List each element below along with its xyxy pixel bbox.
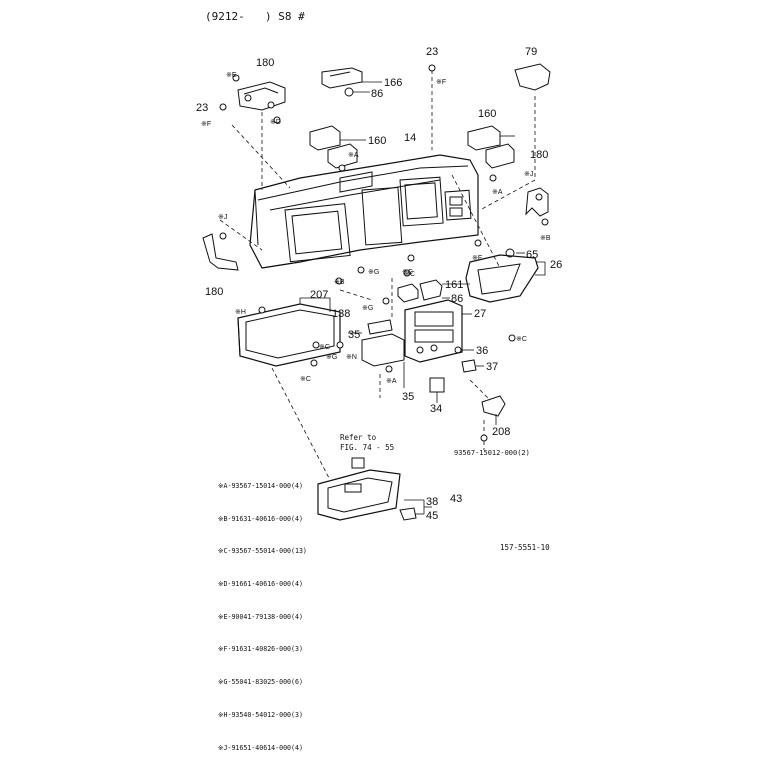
sym-h: ※H xyxy=(235,309,246,316)
vents xyxy=(309,125,515,169)
switch-37 xyxy=(461,359,477,373)
sym-f-right: ※F xyxy=(472,255,482,262)
sym-c-mid: ※C xyxy=(404,271,415,278)
note-c: ※C-93567-55014-000(13) xyxy=(218,547,307,556)
sym-g-mid: ※G xyxy=(368,269,379,276)
fastener-notes: ※A-93567-15014-000(4) ※B-91631-40616-000… xyxy=(218,459,307,775)
sym-c-low: ※C xyxy=(402,269,413,276)
callout-45: 45 xyxy=(426,510,438,522)
glove-box-lid xyxy=(317,469,417,521)
left-side-bracket xyxy=(202,233,239,271)
callout-160-right: 160 xyxy=(478,108,496,120)
sym-e: ※E xyxy=(226,72,237,79)
callout-180-top: 180 xyxy=(256,57,274,69)
right-side-bracket xyxy=(525,187,549,217)
note-g: ※G-55041-83025-000(6) xyxy=(218,678,303,687)
top-right-cap xyxy=(514,63,551,91)
callout-161: 161 xyxy=(445,279,463,291)
glove-compartment xyxy=(237,303,341,367)
callout-14: 14 xyxy=(404,132,416,144)
sym-a-low: ※A xyxy=(386,378,397,385)
callout-38: 38 xyxy=(426,496,438,508)
part-number-note: 93567-15012-000(2) xyxy=(454,449,530,457)
bracket-208 xyxy=(481,395,506,417)
exploded-diagram: 180 23 166 86 14 23 79 160 160 180 180 6… xyxy=(196,46,562,522)
callout-23-top: 23 xyxy=(426,46,438,58)
callout-27: 27 xyxy=(474,308,486,320)
note-b: ※B-91631-40616-000(4) xyxy=(218,514,303,523)
sym-a-top: ※A xyxy=(348,152,359,159)
callout-86-mid: 86 xyxy=(451,293,463,305)
callout-79: 79 xyxy=(525,46,537,58)
figure-number: 157-5551-10 xyxy=(500,543,550,552)
cluster-hood xyxy=(465,254,539,303)
callout-23-left: 23 xyxy=(196,102,208,114)
callout-180-right: 180 xyxy=(530,149,548,161)
callout-26: 26 xyxy=(550,259,562,271)
callout-207: 207 xyxy=(310,289,328,301)
callout-138: 138 xyxy=(332,308,350,320)
note-e: ※E-90041-79138-000(4) xyxy=(218,612,303,621)
callout-180-left: 180 xyxy=(205,286,223,298)
sym-b-right: ※B xyxy=(540,235,551,242)
callout-86-top: 86 xyxy=(371,88,383,100)
sym-d: ※D xyxy=(270,119,281,126)
sym-a-right: ※A xyxy=(492,189,503,196)
note-f: ※F-91631-40826-000(3) xyxy=(218,645,303,654)
callout-35-left: 35 xyxy=(348,329,360,341)
sym-f-left: ※F xyxy=(201,121,211,128)
callout-208: 208 xyxy=(492,426,510,438)
sym-n: ※N xyxy=(346,354,357,361)
refer-line-2: FIG. 74 - 55 xyxy=(340,443,395,452)
callout-43: 43 xyxy=(450,493,462,505)
sym-c-right: ※C xyxy=(516,336,527,343)
callout-166: 166 xyxy=(384,77,402,89)
refer-note: Refer to FIG. 74 - 55 xyxy=(340,433,394,453)
sym-c-bottom: ※C xyxy=(300,376,311,383)
dashboard-panel xyxy=(249,154,479,269)
callout-35-bottom: 35 xyxy=(402,391,414,403)
center-cluster xyxy=(404,299,463,363)
callout-160-left: 160 xyxy=(368,135,386,147)
sym-j-right: ※J xyxy=(524,171,533,178)
callout-36: 36 xyxy=(476,345,488,357)
callout-34: 34 xyxy=(430,403,442,415)
sym-j-left: ※J xyxy=(218,214,227,221)
top-left-bracket xyxy=(237,81,286,111)
radio-unit xyxy=(361,319,405,367)
sym-f-top: ※F xyxy=(436,79,446,86)
sym-g-left: ※G xyxy=(326,354,337,361)
callout-37: 37 xyxy=(486,361,498,373)
sym-c-left: ※C xyxy=(319,344,330,351)
refer-line-1: Refer to xyxy=(340,433,377,442)
callout-65: 65 xyxy=(526,249,538,261)
sym-b-mid: ※B xyxy=(334,279,345,286)
sym-g-right: ※G xyxy=(362,305,373,312)
note-h: ※H-93540-54012-000(3) xyxy=(218,710,303,719)
vent-161 xyxy=(397,283,419,303)
note-d: ※D-91661-40616-000(4) xyxy=(218,579,303,588)
header-model: ) S8 # xyxy=(265,10,305,23)
cover-34 xyxy=(429,377,445,393)
note-a: ※A-93567-15014-000(4) xyxy=(218,481,303,490)
header-code: (9212- xyxy=(205,10,245,23)
note-j: ※J-91651-40614-000(4) xyxy=(218,743,303,752)
